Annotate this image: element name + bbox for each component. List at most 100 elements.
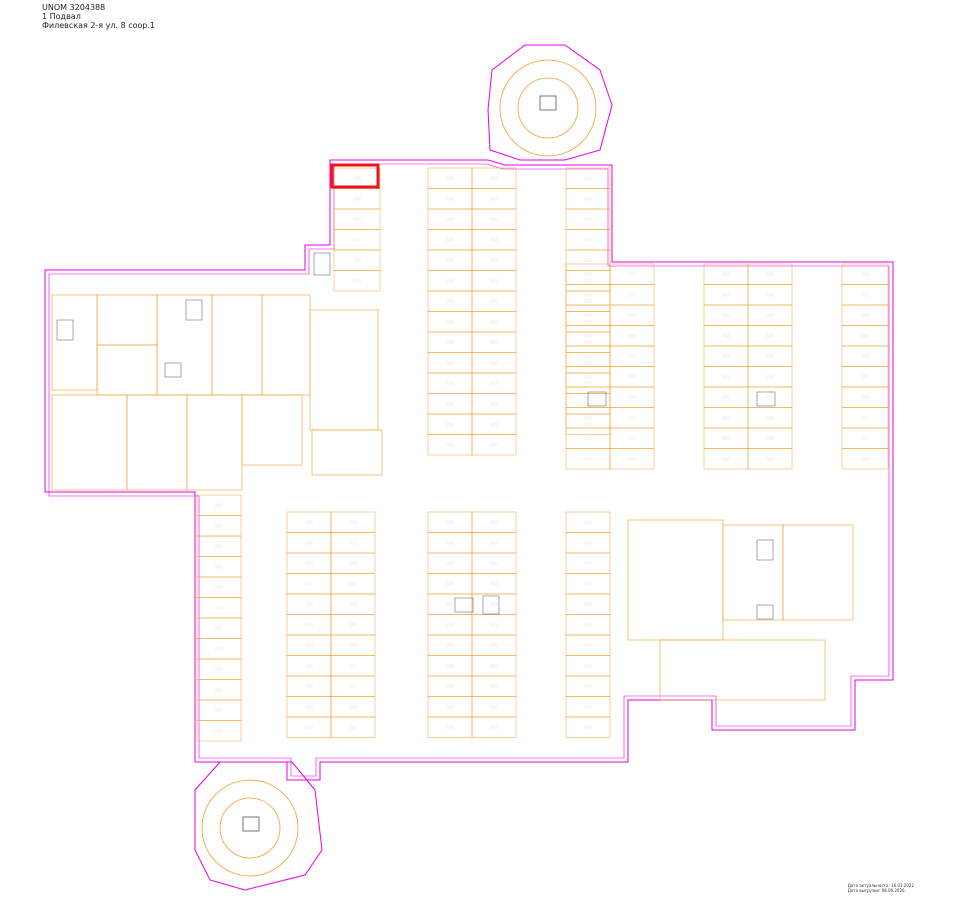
space-id-mark [628, 456, 636, 461]
space-id-mark [215, 728, 223, 733]
space-id-mark [584, 313, 592, 318]
space-id-mark [490, 176, 498, 181]
space-id-mark [722, 415, 730, 420]
space-id-mark [305, 684, 313, 689]
space-id-mark [490, 520, 498, 525]
space-id-mark [584, 237, 592, 242]
space-id-mark [584, 581, 592, 586]
space-id-mark [305, 663, 313, 668]
space-id-mark [349, 520, 357, 525]
space-id-mark [349, 561, 357, 566]
space-id-mark [584, 540, 592, 545]
parking-space[interactable] [471, 434, 517, 456]
space-id-mark [446, 520, 454, 525]
space-id-mark [446, 401, 454, 406]
space-id-mark [628, 313, 636, 318]
space-id-mark [628, 415, 636, 420]
space-id-mark [305, 725, 313, 730]
space-id-mark [861, 395, 869, 400]
space-id-mark [490, 360, 498, 365]
space-id-mark [766, 333, 774, 338]
space-id-mark [628, 354, 636, 359]
space-id-mark [446, 299, 454, 304]
space-id-mark [628, 292, 636, 297]
space-id-mark [305, 643, 313, 648]
space-id-mark [215, 544, 223, 549]
space-id-mark [584, 258, 592, 263]
space-id-mark [446, 196, 454, 201]
space-id-mark [584, 725, 592, 730]
parking-space[interactable] [333, 270, 381, 292]
space-id-mark [584, 354, 592, 359]
space-id-mark [215, 605, 223, 610]
space-id-mark [349, 581, 357, 586]
space-id-mark [349, 540, 357, 545]
space-id-mark [446, 360, 454, 365]
parking-space[interactable] [609, 448, 655, 470]
space-id-mark [490, 381, 498, 386]
space-id-mark [628, 374, 636, 379]
space-id-mark [861, 354, 869, 359]
space-id-mark [353, 217, 361, 222]
space-id-mark [722, 333, 730, 338]
space-id-mark [584, 333, 592, 338]
sheet-footer: Дата актуальности: 16.03.2022 Дата выгру… [848, 883, 914, 893]
space-id-mark [353, 237, 361, 242]
space-id-mark [215, 667, 223, 672]
parking-space[interactable] [747, 448, 793, 470]
space-id-mark [305, 622, 313, 627]
space-id-mark [861, 374, 869, 379]
space-id-mark [584, 340, 592, 345]
space-id-mark [490, 561, 498, 566]
parking-space[interactable] [565, 716, 611, 738]
space-id-mark [490, 540, 498, 545]
parking-space[interactable] [330, 716, 376, 738]
space-id-mark [446, 663, 454, 668]
space-id-mark [446, 422, 454, 427]
space-id-mark [722, 374, 730, 379]
space-id-mark [215, 626, 223, 631]
space-id-mark [722, 292, 730, 297]
space-id-mark [766, 354, 774, 359]
space-id-mark [584, 374, 592, 379]
space-id-mark [353, 196, 361, 201]
space-id-mark [584, 643, 592, 648]
space-id-mark [584, 663, 592, 668]
space-id-mark [446, 237, 454, 242]
parking-space[interactable] [196, 720, 242, 742]
space-id-mark [490, 401, 498, 406]
space-id-mark [766, 374, 774, 379]
highlighted-space[interactable] [330, 163, 380, 189]
space-id-mark [861, 456, 869, 461]
space-id-mark [584, 217, 592, 222]
space-id-mark [446, 258, 454, 263]
space-id-mark [349, 704, 357, 709]
space-id-mark [490, 725, 498, 730]
space-id-mark [490, 217, 498, 222]
space-id-mark [446, 581, 454, 586]
space-id-mark [584, 319, 592, 324]
space-id-mark [628, 395, 636, 400]
space-id-mark [584, 272, 592, 277]
space-id-mark [215, 523, 223, 528]
parking-space[interactable] [841, 448, 889, 470]
space-id-mark [215, 708, 223, 713]
space-id-mark [305, 704, 313, 709]
ramps [201, 59, 597, 877]
space-id-mark [584, 456, 592, 461]
space-id-mark [446, 561, 454, 566]
space-id-mark [305, 520, 313, 525]
space-id-mark [305, 581, 313, 586]
space-id-mark [490, 602, 498, 607]
space-id-mark [349, 643, 357, 648]
space-id-mark [490, 684, 498, 689]
space-id-mark [722, 395, 730, 400]
space-id-mark [722, 272, 730, 277]
space-id-mark [305, 602, 313, 607]
space-id-mark [490, 442, 498, 447]
space-id-mark [349, 663, 357, 668]
parking-space[interactable] [471, 716, 517, 738]
actuality-date: Дата актуальности: 16.03.2022 [847, 883, 914, 888]
space-id-mark [446, 540, 454, 545]
space-id-mark [861, 272, 869, 277]
